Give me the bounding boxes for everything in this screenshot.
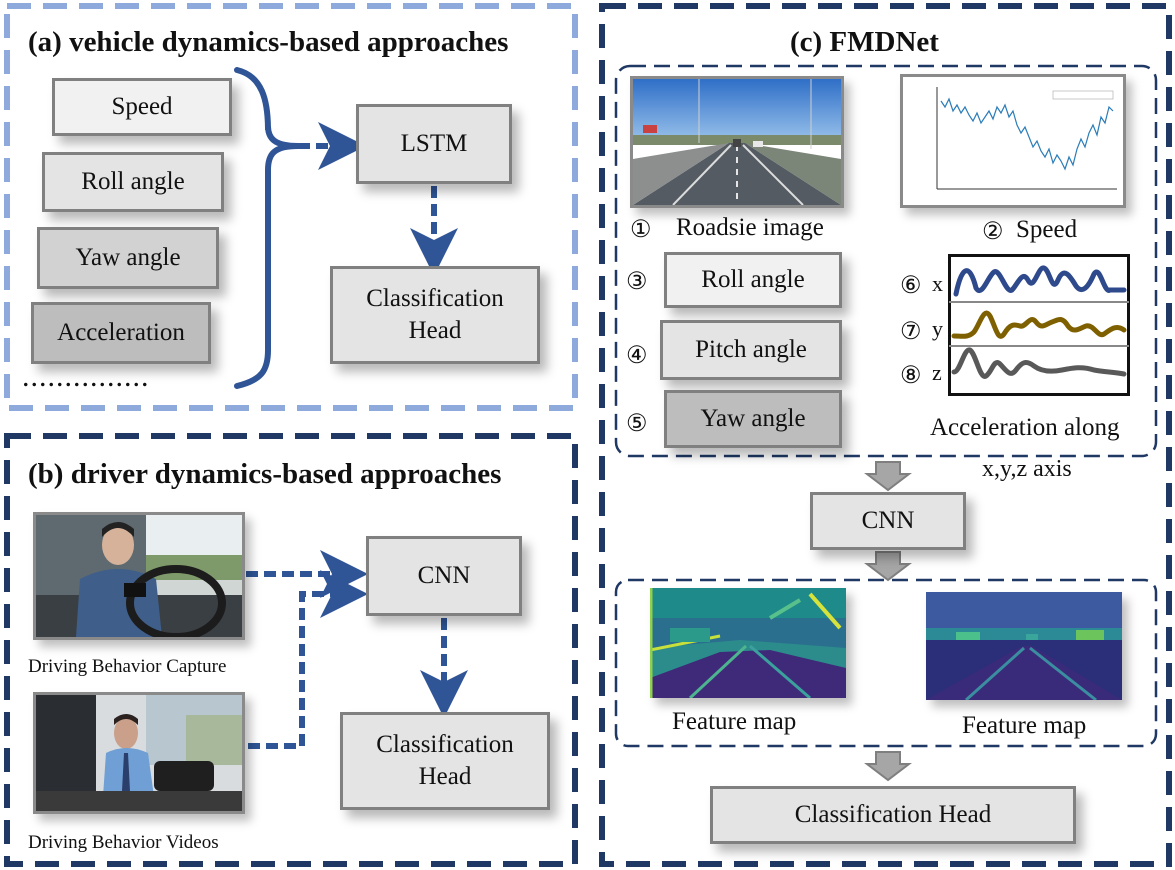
speed-plot-image (900, 74, 1126, 208)
axis-y-label: y (932, 316, 943, 341)
more-inputs-ellipsis: ............... (22, 360, 150, 393)
feature-map-group-border (614, 578, 1158, 748)
yaw-angle-box: Yaw angle (664, 390, 842, 448)
pitch-angle-box: Pitch angle (660, 320, 842, 380)
index-8: ⑧ (900, 363, 922, 389)
accel-y-curve (951, 310, 1127, 339)
index-3: ③ (626, 269, 648, 295)
arrow-inputs-to-cnn (864, 461, 912, 492)
panel-a-classification-head-box: Classification Head (330, 266, 540, 364)
arrow-cnn-to-features (864, 551, 912, 582)
feature-map-image-1 (650, 588, 846, 698)
index-4: ④ (626, 343, 648, 369)
driving-behavior-capture-photo (33, 512, 245, 640)
roadside-image (630, 76, 844, 208)
caption-driving-behavior-videos: Driving Behavior Videos (28, 832, 219, 853)
input-speed-box: Speed (52, 78, 232, 136)
feature-map-label-2: Feature map (962, 712, 1087, 739)
roll-angle-box: Roll angle (664, 252, 842, 308)
head-line-2: Head (418, 763, 472, 790)
axis-x-label: x (932, 271, 943, 296)
panel-b-title: (b) driver dynamics-based approaches (28, 458, 502, 490)
panel-c-classification-head-box: Classification Head (710, 786, 1076, 844)
driving-behavior-videos-photo (33, 692, 245, 814)
head-line-1: Classification (376, 730, 514, 758)
index-1: ① (630, 217, 652, 243)
acceleration-curves (948, 254, 1130, 396)
input-yaw-angle-box: Yaw angle (37, 227, 219, 289)
speed-label: Speed (1016, 216, 1078, 243)
arrow-videos-to-cnn (248, 570, 368, 749)
feature-map-image-2 (926, 592, 1122, 700)
panel-c-cnn-box: CNN (810, 492, 966, 550)
lstm-box: LSTM (356, 104, 512, 184)
accel-x-curve (953, 265, 1127, 297)
input-acceleration-box: Acceleration (31, 302, 211, 364)
head-line-2: Head (408, 317, 462, 344)
panel-b-border (4, 433, 578, 867)
acceleration-label-line2: x,y,z axis (982, 456, 1072, 482)
panel-a-title: (a) vehicle dynamics-based approaches (28, 26, 509, 58)
caption-driving-behavior-capture: Driving Behavior Capture (28, 656, 227, 677)
input-roll-angle-box: Roll angle (42, 152, 224, 212)
arrow-features-to-head (864, 751, 912, 782)
panel-b-classification-head-box: Classification Head (340, 712, 550, 810)
axis-z-label: z (932, 360, 942, 385)
index-2: ② (982, 219, 1004, 245)
head-line-1: Classification (366, 284, 504, 312)
panel-a-border (4, 3, 578, 411)
roadside-image-label: Roadsie image (676, 214, 824, 241)
feature-map-label-1: Feature map (672, 708, 797, 735)
inputs-group-border (614, 64, 1158, 458)
panel-c-title: (c) FMDNet (790, 26, 939, 58)
panel-c-border (599, 3, 1172, 867)
input-brace (234, 67, 299, 389)
index-5: ⑤ (626, 411, 648, 437)
accel-z-curve (951, 347, 1127, 379)
index-7: ⑦ (900, 319, 922, 345)
acceleration-label-line1: Acceleration along (930, 414, 1120, 441)
panel-b-cnn-box: CNN (366, 536, 522, 616)
index-6: ⑥ (900, 273, 922, 299)
